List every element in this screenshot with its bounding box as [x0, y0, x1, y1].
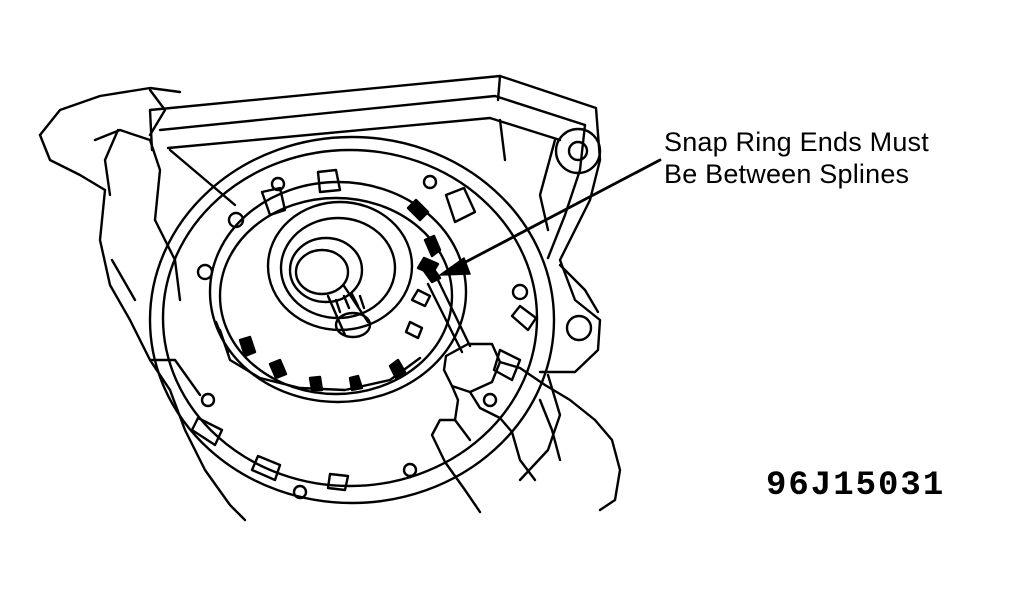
transmission-case [150, 76, 600, 480]
snap-ring-callout: Snap Ring Ends Must Be Between Splines [664, 126, 929, 190]
left-hand [40, 88, 245, 520]
pump-flange [150, 137, 554, 503]
figure-id: 96J15031 [766, 467, 946, 505]
callout-line-1: Snap Ring Ends Must [664, 127, 929, 157]
screwdriver [422, 264, 500, 392]
clutch-drum [210, 182, 466, 402]
right-hand [432, 362, 620, 512]
callout-line-2: Be Between Splines [664, 159, 910, 189]
input-shaft [268, 202, 412, 337]
callout-arrow [440, 160, 660, 275]
